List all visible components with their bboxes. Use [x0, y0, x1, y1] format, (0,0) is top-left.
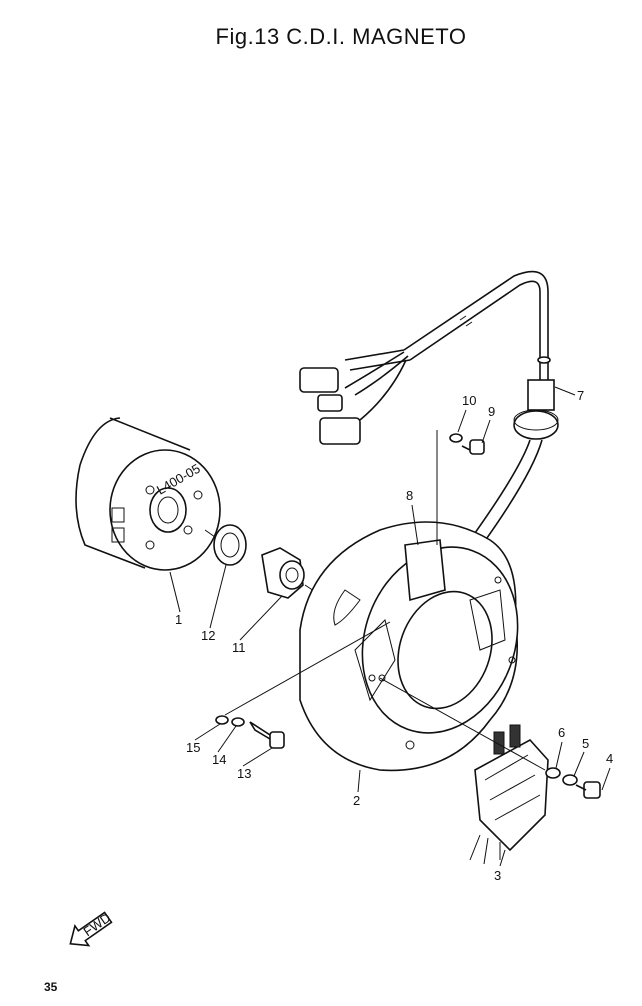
stator-plate — [299, 521, 519, 772]
callouts: 1 2 3 4 5 6 7 8 9 10 11 12 13 14 15 — [169, 386, 613, 883]
washer — [213, 524, 247, 566]
wire-harness — [299, 270, 551, 445]
callout-9: 9 — [488, 404, 495, 419]
callout-5: 5 — [582, 736, 589, 751]
callout-15: 15 — [186, 740, 200, 755]
callout-14: 14 — [212, 752, 226, 767]
callout-1: 1 — [175, 612, 182, 627]
screw-9 — [449, 433, 485, 455]
callout-7: 7 — [577, 388, 584, 403]
grommet — [513, 379, 559, 440]
callout-3: 3 — [494, 868, 501, 883]
fwd-label: FWD — [80, 910, 113, 939]
page-number: 35 — [44, 980, 58, 994]
callout-8: 8 — [406, 488, 413, 503]
fwd-arrow: FWD — [69, 910, 113, 947]
callout-4: 4 — [606, 751, 613, 766]
nut — [261, 547, 305, 599]
page-title: Fig.13 C.D.I. MAGNETO — [215, 24, 467, 49]
screw-13 — [215, 715, 285, 749]
flywheel-rotor: L400-05 — [75, 417, 221, 571]
callout-2: 2 — [353, 793, 360, 808]
lead-clamp — [404, 539, 446, 602]
pulser-coil — [469, 724, 549, 865]
connector-3 — [319, 417, 361, 445]
callout-10: 10 — [462, 393, 476, 408]
callout-13: 13 — [237, 766, 251, 781]
connector-2 — [317, 394, 343, 412]
screw-4 — [545, 767, 601, 799]
callout-11: 11 — [232, 640, 246, 655]
connector-1 — [299, 367, 339, 393]
callout-12: 12 — [201, 628, 215, 643]
callout-6: 6 — [558, 725, 565, 740]
